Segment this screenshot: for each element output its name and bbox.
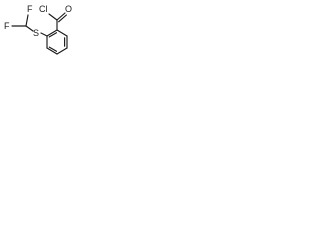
- ring-bond-3: [56, 47, 68, 55]
- sulfur-to-carbon-bond: [25, 25, 34, 32]
- difluoromethylthio-group: S F F: [4, 4, 48, 38]
- ring-double-bond-bottom: [48, 46, 58, 52]
- ring-bond-1: [56, 29, 68, 37]
- oxygen-label: O: [65, 4, 72, 14]
- ring-bond-6: [46, 29, 58, 37]
- benzene-ring: [46, 29, 68, 55]
- carbon-to-fluorine-right-bond: [25, 14, 29, 27]
- ring-to-sulfur-bond: [40, 32, 48, 37]
- ring-bond-4: [46, 47, 58, 55]
- carbonyl-double-bond-a: [56, 12, 66, 21]
- fluorine-left-label: F: [4, 21, 10, 31]
- ring-double-bond-top: [48, 32, 58, 38]
- carbon-chlorine-bond: [48, 13, 58, 21]
- molecule-drawing: Cl O S F F: [4, 4, 72, 55]
- acyl-chloride-group: Cl O: [39, 4, 72, 31]
- structure-diagram: Cl O S F F: [0, 0, 92, 75]
- fluorine-right-label: F: [27, 4, 33, 14]
- sulfur-label: S: [33, 28, 39, 38]
- chlorine-label: Cl: [39, 4, 48, 14]
- carbonyl-double-bond-b: [58, 14, 67, 23]
